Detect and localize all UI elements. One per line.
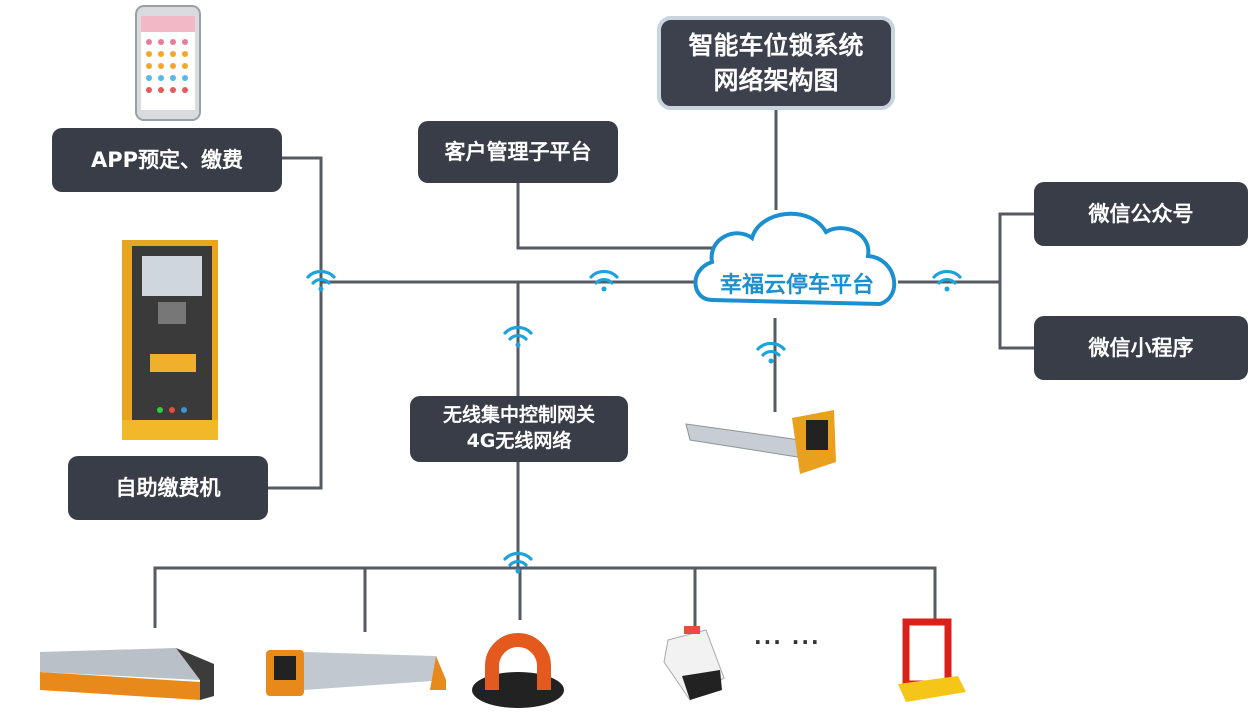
wifi-icon-right [932, 269, 962, 292]
title-line2: 网络架构图 [713, 66, 839, 95]
wifi-icon-left [306, 269, 336, 292]
wechat-official-box: 微信公众号 [1034, 182, 1248, 246]
ground-lock-device-1 [40, 648, 214, 700]
wifi-icon-gateway [503, 325, 533, 348]
wechat-mini-box: 微信小程序 [1034, 316, 1248, 380]
ellipsis-more-devices: ··· ··· [754, 630, 821, 654]
right-bracket-line [998, 212, 1034, 350]
payment-kiosk-icon [122, 240, 218, 440]
wifi-icon-center [589, 269, 619, 292]
ground-lock-device-2 [266, 650, 446, 696]
diagram-title: 智能车位锁系统 网络架构图 [657, 16, 895, 110]
cloud-icon [693, 211, 897, 307]
swing-lock-device [663, 626, 725, 701]
gateway-label-line1: 无线集中控制网关 [442, 404, 595, 427]
bottom-bus-line [153, 566, 937, 628]
gateway-box: 无线集中控制网关 4G无线网络 [410, 396, 628, 462]
wifi-icon-bottom [503, 551, 533, 574]
cloud-platform-label: 幸福云停车平台 [719, 273, 874, 298]
customer-platform-line [516, 180, 720, 250]
left-bus-line [268, 156, 323, 490]
customer-platform-box: 客户管理子平台 [418, 121, 618, 183]
sensor-device-icon [685, 410, 836, 474]
arch-lock-device [472, 633, 564, 708]
app-booking-box: APP预定、缴费 [52, 128, 282, 192]
gateway-label-line2: 4G无线网络 [466, 430, 572, 452]
self-payment-kiosk-box: 自助缴费机 [68, 456, 268, 520]
smartphone-icon [135, 5, 201, 121]
wifi-icon-cloud-device [756, 341, 786, 364]
title-line1: 智能车位锁系统 [688, 31, 864, 60]
barrier-arm-device [898, 618, 966, 702]
